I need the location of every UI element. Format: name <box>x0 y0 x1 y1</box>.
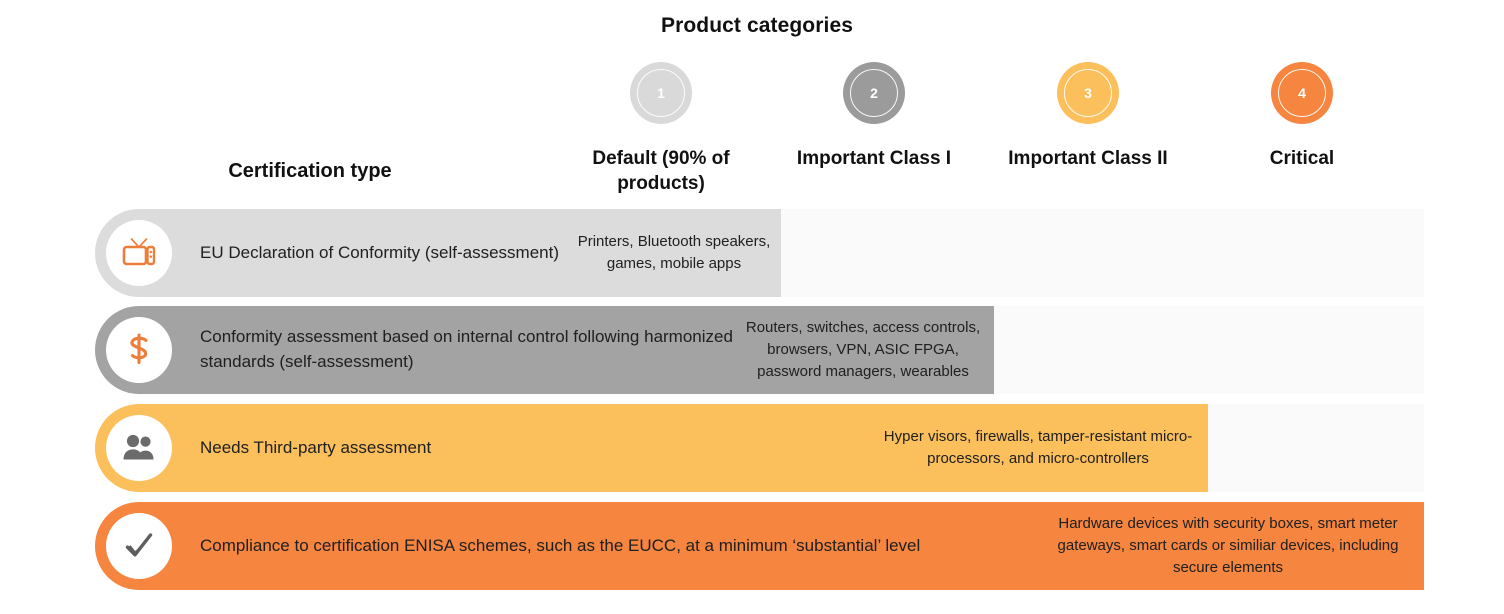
certification-type-text: Compliance to certification ENISA scheme… <box>200 535 921 555</box>
category-label-4: Critical <box>1269 148 1335 169</box>
category-label-2: Important Class I <box>796 148 952 169</box>
category-badge-inner-ring <box>637 69 685 117</box>
dollar-icon <box>124 332 154 368</box>
category-badge-inner-ring <box>1064 69 1112 117</box>
category-badge-3: 3 <box>1057 62 1119 124</box>
certification-type-text: Needs Third-party assessment <box>200 437 432 457</box>
row-icon-circle <box>106 415 172 481</box>
category-badge-4: 4 <box>1271 62 1333 124</box>
category-column-4: 4 Critical <box>1195 62 1409 171</box>
category-column-1: 1 Default (90% of products) <box>554 62 768 197</box>
row-fill-bar <box>95 502 1424 590</box>
category-badge-inner-ring <box>1278 69 1326 117</box>
row-fill-bar <box>95 404 1208 492</box>
tv-icon <box>121 237 157 269</box>
category-label-3: Important Class II <box>1008 148 1168 169</box>
row-fill-bar <box>95 209 781 297</box>
category-label-1: Default (90% of products) <box>592 148 730 195</box>
category-badge-2: 2 <box>843 62 905 124</box>
category-badge-1: 1 <box>630 62 692 124</box>
row-fill-bar <box>95 306 994 394</box>
category-number: 1 <box>657 85 665 101</box>
row-example-products: Printers, Bluetooth speakers, games, mob… <box>577 233 771 272</box>
category-number: 2 <box>870 85 878 101</box>
row-example-products: Routers, switches, access controls, brow… <box>745 319 981 380</box>
category-badge-inner-ring <box>850 69 898 117</box>
row-icon-circle <box>106 220 172 286</box>
row-icon-circle <box>106 513 172 579</box>
row-example-products: Hardware devices with security boxes, sm… <box>1057 515 1399 576</box>
page-title: Product categories <box>660 14 854 37</box>
category-number: 3 <box>1084 85 1092 101</box>
certification-type-text: EU Declaration of Conformity (self-asses… <box>200 242 560 262</box>
checkmark-icon <box>122 530 156 562</box>
category-column-3: 3 Important Class II <box>981 62 1195 171</box>
row-icon-circle <box>106 317 172 383</box>
people-icon <box>120 434 158 462</box>
category-column-2: 2 Important Class I <box>767 62 981 171</box>
category-number: 4 <box>1298 85 1306 101</box>
row-example-products: Hyper visors, firewalls, tamper-resistan… <box>883 428 1193 467</box>
certification-type-text: Conformity assessment based on internal … <box>200 327 733 371</box>
certification-type-column-header: Certification type <box>228 160 392 182</box>
